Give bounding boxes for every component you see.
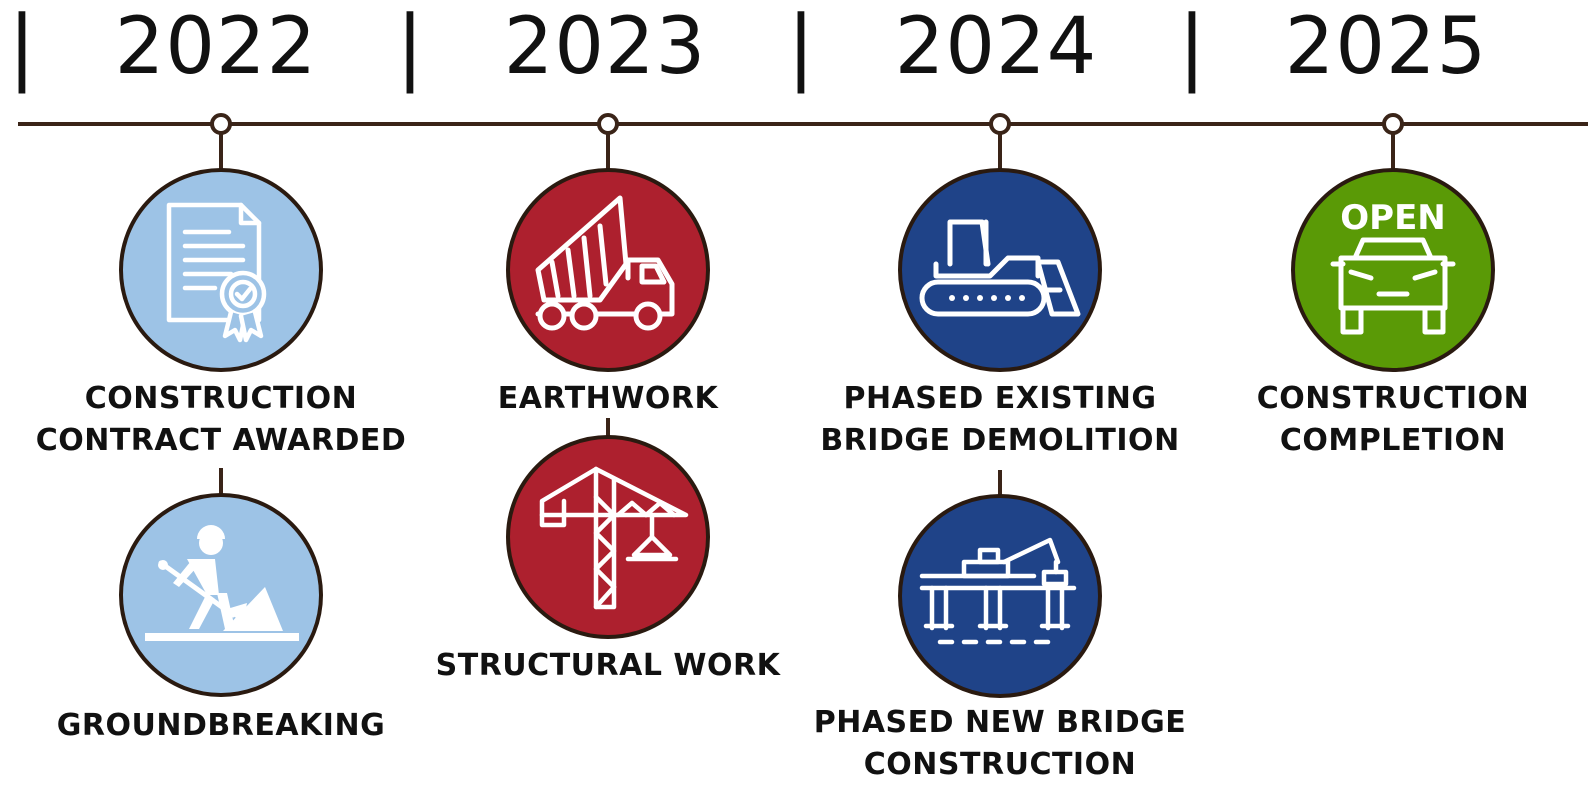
milestone-groundbreaking [119,493,323,697]
year-separator: | [8,0,36,94]
label-new-bridge-construction: PHASED NEW BRIDGE CONSTRUCTION [790,702,1210,786]
label-line: BRIDGE DEMOLITION [820,423,1180,458]
milestone-structural [506,435,710,639]
label-earthwork: EARTHWORK [398,378,818,420]
year-separator: | [1178,0,1206,94]
worker-shovel-icon [145,525,299,641]
label-contract-awarded: CONSTRUCTION CONTRACT AWARDED [11,378,431,462]
label-structural-work: STRUCTURAL WORK [398,645,818,687]
year-separator: | [787,0,815,94]
label-line: PHASED NEW BRIDGE [813,705,1187,740]
milestone-new-bridge [898,494,1102,698]
milestone-circle [506,435,710,639]
year-2024: 2024 [894,2,1098,92]
milestone-demolition [898,168,1102,372]
year-node-2025 [1382,113,1404,135]
label-line: CONSTRUCTION [1256,381,1530,416]
open-car-icon: OPEN [1330,198,1456,335]
dump-truck-icon [535,195,675,331]
label-line: CONTRACT AWARDED [35,423,407,458]
label-line: EARTHWORK [497,381,719,416]
label-line: COMPLETION [1279,423,1507,458]
label-line: CONSTRUCTION [863,747,1137,782]
year-node-2022 [210,113,232,135]
label-line: STRUCTURAL WORK [435,648,781,683]
label-line: PHASED EXISTING [843,381,1157,416]
open-sign-text: OPEN [1340,198,1446,238]
label-construction-completion: CONSTRUCTION COMPLETION [1183,378,1588,462]
year-2025: 2025 [1284,2,1488,92]
year-separator: | [396,0,424,94]
bulldozer-icon [919,219,1081,317]
milestone-earthwork [506,168,710,372]
year-node-2024 [989,113,1011,135]
bridge-construction-icon [919,537,1077,645]
label-line: GROUNDBREAKING [56,708,386,743]
year-2023: 2023 [503,2,707,92]
tower-crane-icon [539,466,689,610]
milestone-circle [898,168,1102,372]
milestone-circle [119,168,323,372]
milestone-completion: OPEN [1291,168,1495,372]
label-bridge-demolition: PHASED EXISTING BRIDGE DEMOLITION [790,378,1210,462]
year-node-2023 [597,113,619,135]
label-line: CONSTRUCTION [84,381,358,416]
label-groundbreaking: GROUNDBREAKING [11,705,431,747]
connectors [219,133,1395,496]
milestone-contract [119,168,323,372]
contract-certificate-icon [166,202,267,343]
year-2022: 2022 [114,2,318,92]
